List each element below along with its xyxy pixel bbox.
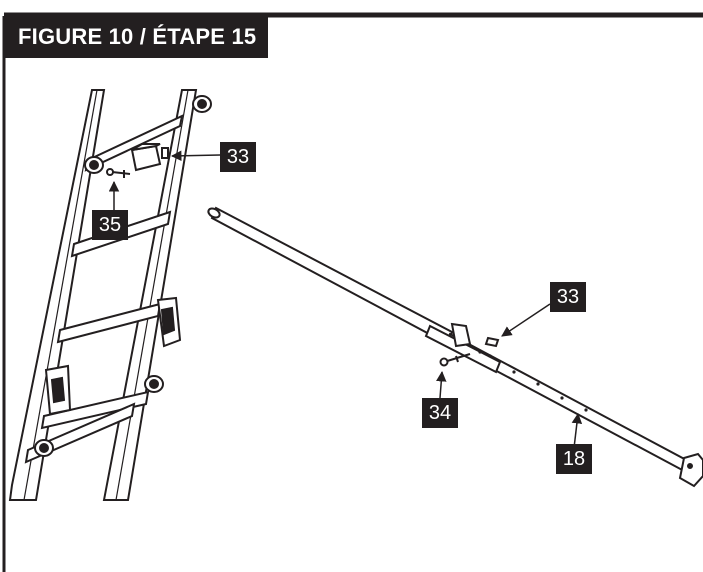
figure-title: FIGURE 10 / ÉTAPE 15 — [4, 16, 269, 58]
ladder-rung — [40, 390, 150, 430]
right-rail-joint — [144, 375, 164, 393]
pole-clamp — [450, 322, 472, 348]
left-rail-joint — [34, 439, 54, 457]
ladder-rung — [56, 302, 162, 344]
ladder-left-rail — [8, 89, 106, 501]
callout-33-ladder: 33 — [220, 142, 256, 172]
pole-end-foot — [678, 452, 703, 488]
leader-34 — [436, 370, 447, 399]
leader-18 — [571, 412, 583, 449]
pole-bolt — [439, 353, 471, 367]
pole-sleeve — [424, 324, 502, 374]
callout-18: 18 — [556, 444, 592, 474]
pole-fastener — [484, 336, 500, 348]
callout-34: 34 — [422, 398, 458, 428]
right-rail-joint — [192, 95, 212, 113]
ladder-bolt — [106, 168, 131, 178]
left-rail-joint — [84, 156, 104, 174]
leader-33-ladder — [170, 150, 221, 162]
pole-holes — [478, 350, 588, 412]
leader-33-pole — [501, 303, 551, 337]
ladder-hinge-left — [44, 364, 72, 416]
callout-35: 35 — [92, 210, 128, 240]
ladder-hinge-right — [156, 296, 182, 348]
ladder — [8, 89, 212, 501]
callout-33-pole: 33 — [550, 282, 586, 312]
pole — [207, 206, 703, 488]
ladder-top-bracket — [130, 143, 169, 172]
leader-lines — [108, 150, 583, 449]
pole-upper-section — [210, 206, 454, 346]
